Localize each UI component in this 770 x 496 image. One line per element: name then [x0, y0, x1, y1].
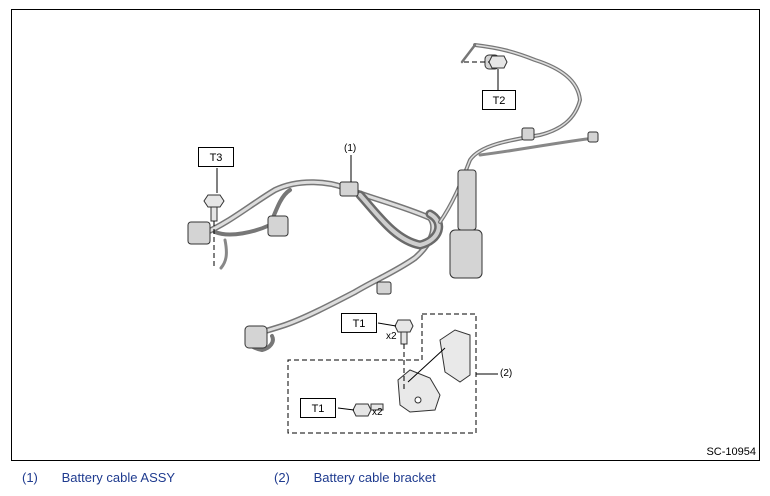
terminal-upper	[457, 169, 477, 231]
bolt-t1-lower	[352, 403, 372, 417]
callout-1: (1)	[344, 143, 357, 154]
torque-t1-upper-label: T1	[341, 313, 377, 333]
diagram-frame	[11, 9, 760, 461]
connector-mid-left	[267, 215, 289, 237]
torque-t2-label: T2	[482, 90, 516, 110]
figure-code: SC-10954	[706, 446, 756, 458]
torque-t3-label: T3	[198, 147, 234, 167]
legend-item-2: (2) Battery cable bracket	[274, 470, 436, 485]
legend-text-2: Battery cable bracket	[313, 470, 436, 485]
quantity-upper: x2	[386, 331, 397, 342]
clip-1	[339, 181, 359, 197]
bolt-t3	[203, 194, 225, 208]
legend-num-1: (1)	[22, 470, 38, 485]
connector-lower-left	[244, 325, 268, 349]
bracket-group-box	[287, 313, 477, 434]
legend-num-2: (2)	[274, 470, 290, 485]
bolt-t1-upper	[394, 319, 414, 333]
bracket-lower	[397, 369, 441, 413]
legend-item-1: (1) Battery cable ASSY	[22, 470, 175, 485]
callout-2: (2)	[500, 368, 513, 379]
clip-3	[521, 127, 535, 141]
quantity-lower: x2	[372, 407, 383, 418]
bolt-t2	[488, 55, 508, 69]
clip-2	[376, 281, 392, 295]
connector-left	[187, 221, 211, 245]
torque-t1-lower-label: T1	[300, 398, 336, 418]
legend-text-1: Battery cable ASSY	[61, 470, 176, 485]
bracket-upper	[439, 329, 471, 383]
terminal-box	[449, 229, 483, 279]
terminal-right	[587, 131, 599, 143]
